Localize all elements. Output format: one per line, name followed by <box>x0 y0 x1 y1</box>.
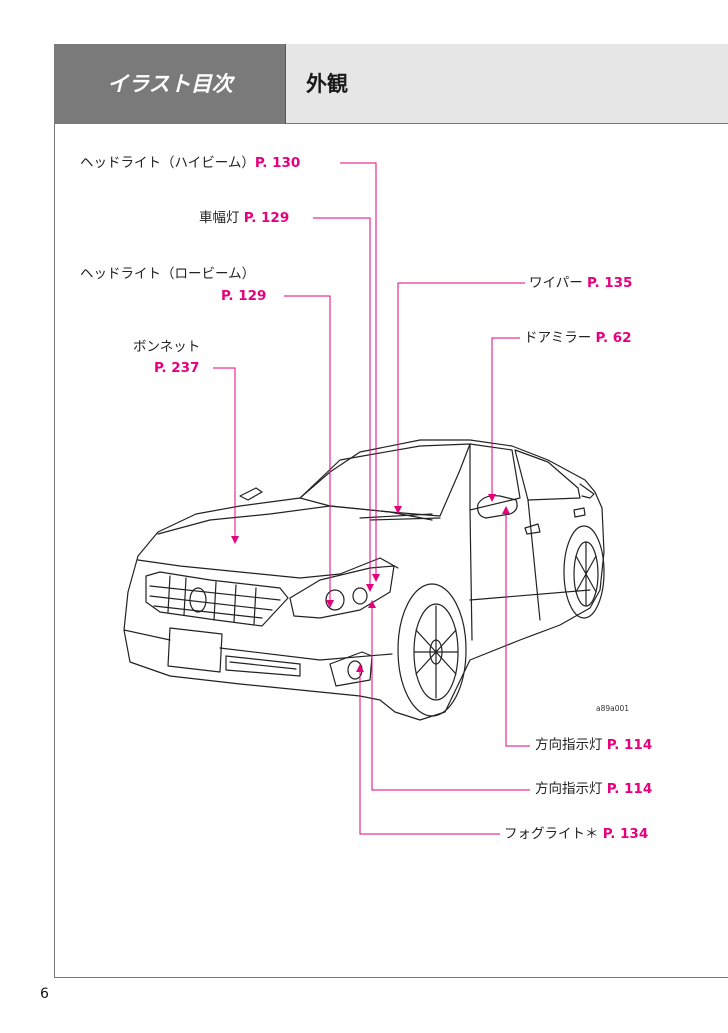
image-code: a89a001 <box>596 704 630 713</box>
label-width-lamp: 車幅灯 P. 129 <box>199 210 289 226</box>
label-wiper: ワイパー P. 135 <box>529 275 632 291</box>
label-turn-signal-1: 方向指示灯 P. 114 <box>535 737 652 753</box>
label-bonnet-text: ボンネット <box>133 339 201 355</box>
label-headlight-low-page-wrap: P. 129 <box>221 288 266 304</box>
link-headlight-low-page[interactable]: P. 129 <box>221 288 267 304</box>
link-wiper-page[interactable]: P. 135 <box>587 275 633 291</box>
label-width-lamp-text: 車幅灯 <box>199 210 240 226</box>
label-bonnet-page-wrap: P. 237 <box>154 360 199 376</box>
link-door-mirror-page[interactable]: P. 62 <box>595 330 632 346</box>
link-turn-signal-2-page[interactable]: P. 114 <box>606 781 653 797</box>
asterisk-mark: ＊ <box>585 826 599 842</box>
label-headlight-low: ヘッドライト（ロービーム） <box>80 266 255 282</box>
link-headlight-high-page[interactable]: P. 130 <box>254 155 301 171</box>
label-fog-light-text: フォグライト <box>504 826 585 842</box>
label-door-mirror: ドアミラー P. 62 <box>524 330 632 346</box>
label-turn-signal-1-text: 方向指示灯 <box>535 737 603 753</box>
header-tab-label: イラスト目次 <box>107 72 233 96</box>
page-number: 6 <box>40 986 49 1002</box>
link-width-lamp-page[interactable]: P. 129 <box>243 210 290 226</box>
link-fog-light-page[interactable]: P. 134 <box>602 826 649 842</box>
label-wiper-text: ワイパー <box>529 275 583 291</box>
page-title: 外観 <box>306 72 348 96</box>
label-bonnet: ボンネット <box>133 339 200 355</box>
label-headlight-high: ヘッドライト（ハイビーム）P. 130 <box>80 155 300 171</box>
link-turn-signal-1-page[interactable]: P. 114 <box>606 737 653 753</box>
label-headlight-high-text: ヘッドライト（ハイビーム） <box>80 155 255 171</box>
label-fog-light: フォグライト＊ P. 134 <box>504 826 648 842</box>
label-turn-signal-2: 方向指示灯 P. 114 <box>535 781 652 797</box>
label-turn-signal-2-text: 方向指示灯 <box>535 781 603 797</box>
label-headlight-low-text: ヘッドライト（ロービーム） <box>80 266 256 282</box>
header-tab: イラスト目次 <box>54 44 286 124</box>
link-bonnet-page[interactable]: P. 237 <box>154 360 200 376</box>
label-door-mirror-text: ドアミラー <box>524 330 592 346</box>
